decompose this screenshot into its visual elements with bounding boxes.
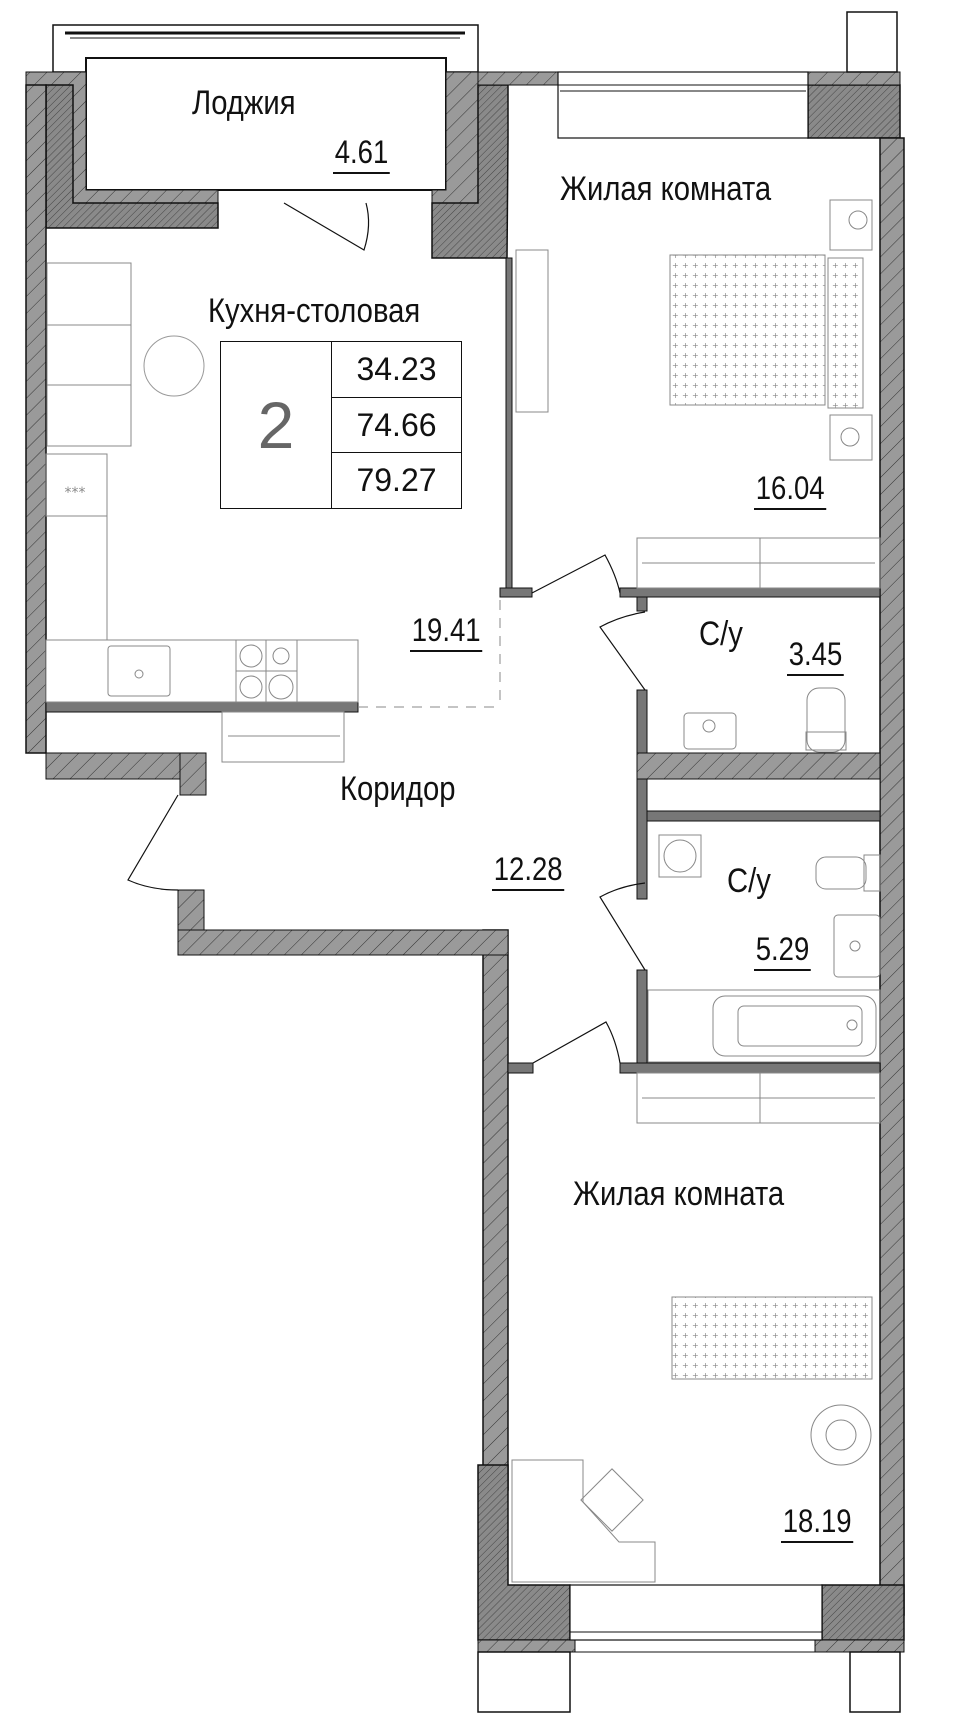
loggia bbox=[25, 24, 479, 204]
room-name-bedroom-2: Жилая комната bbox=[573, 1175, 785, 1213]
total-area-value: 74.66 bbox=[332, 398, 461, 454]
living-area-value: 34.23 bbox=[332, 342, 461, 398]
interior-walls bbox=[45, 257, 881, 1074]
washing-machine-icon bbox=[658, 834, 702, 878]
round-table-icon bbox=[143, 335, 205, 397]
room-area-bedroom-1: 16.04 bbox=[754, 472, 827, 510]
sink-icon bbox=[107, 645, 171, 697]
washbasin-icon bbox=[833, 914, 881, 978]
fridge-icon: *** bbox=[45, 453, 108, 517]
wardrobe-icon bbox=[221, 537, 881, 1124]
desk-icon bbox=[511, 1459, 656, 1583]
bed-icon bbox=[669, 254, 864, 409]
outer-walls bbox=[25, 71, 905, 1653]
bed-icon bbox=[671, 1296, 873, 1380]
room-name-corridor: Коридор bbox=[340, 770, 456, 808]
room-name-kitchen: Кухня-столовая bbox=[208, 292, 421, 330]
tv-stand-icon bbox=[515, 249, 549, 413]
room-area-bedroom-2: 18.19 bbox=[781, 1505, 854, 1543]
room-area-wc-2: 5.29 bbox=[754, 933, 812, 971]
round-rug-icon bbox=[810, 1404, 872, 1466]
room-area-corridor: 12.28 bbox=[492, 853, 565, 891]
room-name-bedroom-1: Жилая комната bbox=[560, 170, 772, 208]
room-area-loggia: 4.61 bbox=[333, 136, 391, 174]
apartment-summary: 2 34.23 74.66 79.27 bbox=[220, 341, 462, 509]
nightstand-icon bbox=[829, 199, 873, 461]
room-name-wc-1: С/у bbox=[699, 615, 743, 653]
door-swing-icon bbox=[127, 202, 646, 1064]
room-area-kitchen: 19.41 bbox=[410, 614, 483, 652]
room-area-wc-1: 3.45 bbox=[787, 638, 845, 676]
toilet-icon bbox=[805, 687, 847, 753]
room-name-loggia: Лоджия bbox=[192, 84, 296, 122]
room-name-wc-2: С/у bbox=[727, 862, 771, 900]
window-icon bbox=[477, 11, 901, 1713]
svg-text:***: *** bbox=[65, 485, 86, 501]
chair-icon bbox=[580, 1468, 644, 1532]
rooms-count: 2 bbox=[221, 342, 332, 508]
washbasin-icon bbox=[683, 712, 737, 750]
toilet-icon bbox=[815, 854, 881, 892]
sofa-icon bbox=[46, 262, 132, 447]
total-area-with-loggia-value: 79.27 bbox=[356, 462, 437, 499]
bathtub-icon bbox=[647, 989, 881, 1063]
cooktop-icon bbox=[235, 639, 298, 703]
